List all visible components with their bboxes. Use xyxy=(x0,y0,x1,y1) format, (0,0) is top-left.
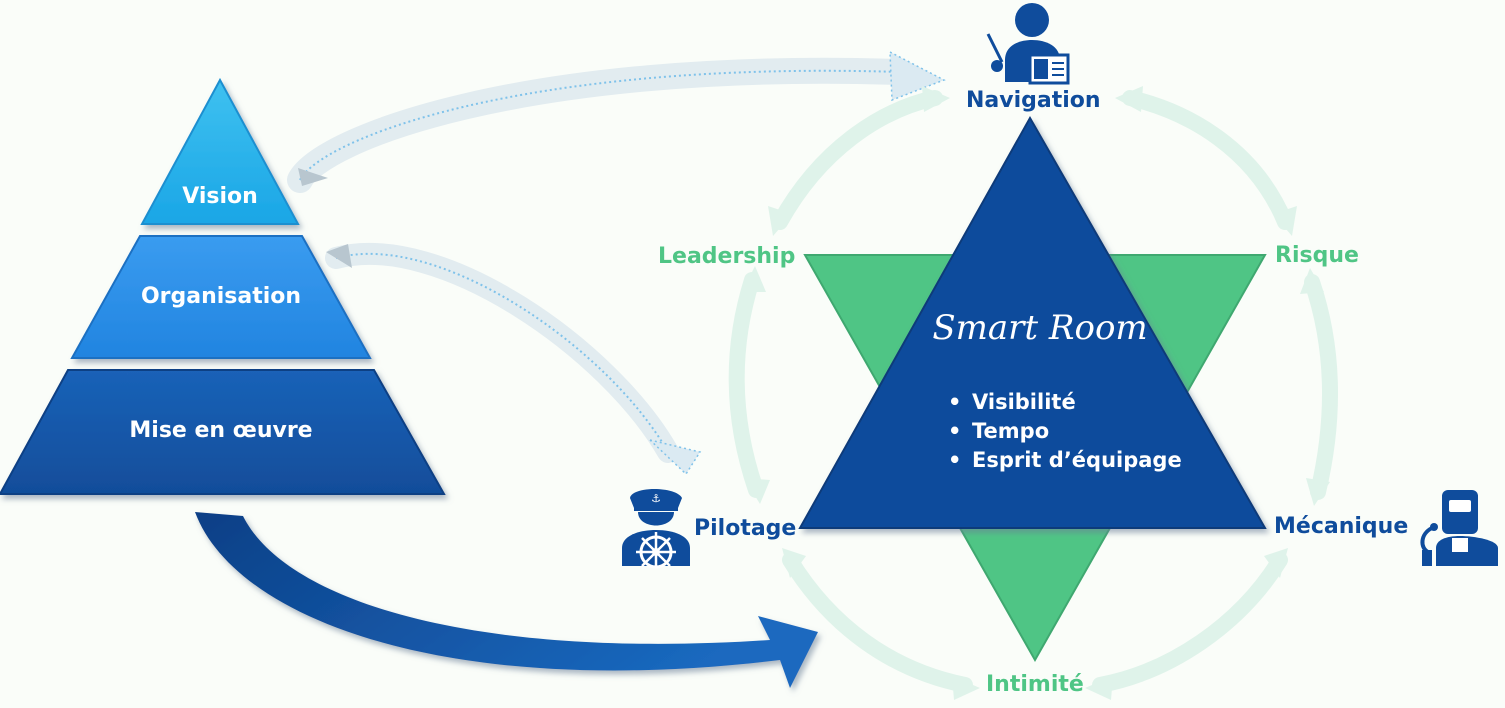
cycle-ring xyxy=(728,90,1339,693)
svg-text:⚓: ⚓ xyxy=(651,492,661,505)
pyramid-label-vision: Vision xyxy=(182,184,258,209)
pyramid-vision-tier xyxy=(140,77,300,225)
bullet-item: Visibilité xyxy=(948,388,1182,417)
dimension-label-risque: Risque xyxy=(1275,243,1359,268)
pyramid-label-organisation: Organisation xyxy=(140,284,302,309)
bullet-item: Tempo xyxy=(948,417,1182,446)
pyramid-organisation-tier xyxy=(70,235,372,359)
dimension-label-intimite: Intimité xyxy=(986,672,1084,697)
dimension-label-leadership: Leadership xyxy=(658,244,796,269)
role-label-mecanique: Mécanique xyxy=(1274,514,1409,539)
star-title: Smart Room xyxy=(932,308,1148,348)
dotted-arrow-vision-navigation xyxy=(287,50,946,193)
role-label-pilotage: Pilotage xyxy=(694,516,797,541)
welder-with-mask-icon xyxy=(1420,490,1498,566)
pyramid-mise-en-oeuvre-tier xyxy=(0,369,446,495)
role-label-navigation: Navigation xyxy=(966,88,1101,113)
ship-captain-with-wheel-icon: ⚓ xyxy=(622,489,690,569)
star-bullet-list: Visibilité Tempo Esprit d’équipage xyxy=(948,388,1182,475)
cycle-arrowheads xyxy=(742,86,1330,700)
pyramid-label-mise-en-oeuvre: Mise en œuvre xyxy=(129,418,313,443)
big-curved-arrow xyxy=(195,512,818,688)
teacher-with-pointer-icon xyxy=(986,3,1070,85)
bullet-item: Esprit d’équipage xyxy=(948,446,1182,475)
dotted-arrow-organisation-pilotage xyxy=(325,242,702,476)
pyramid xyxy=(0,77,446,495)
